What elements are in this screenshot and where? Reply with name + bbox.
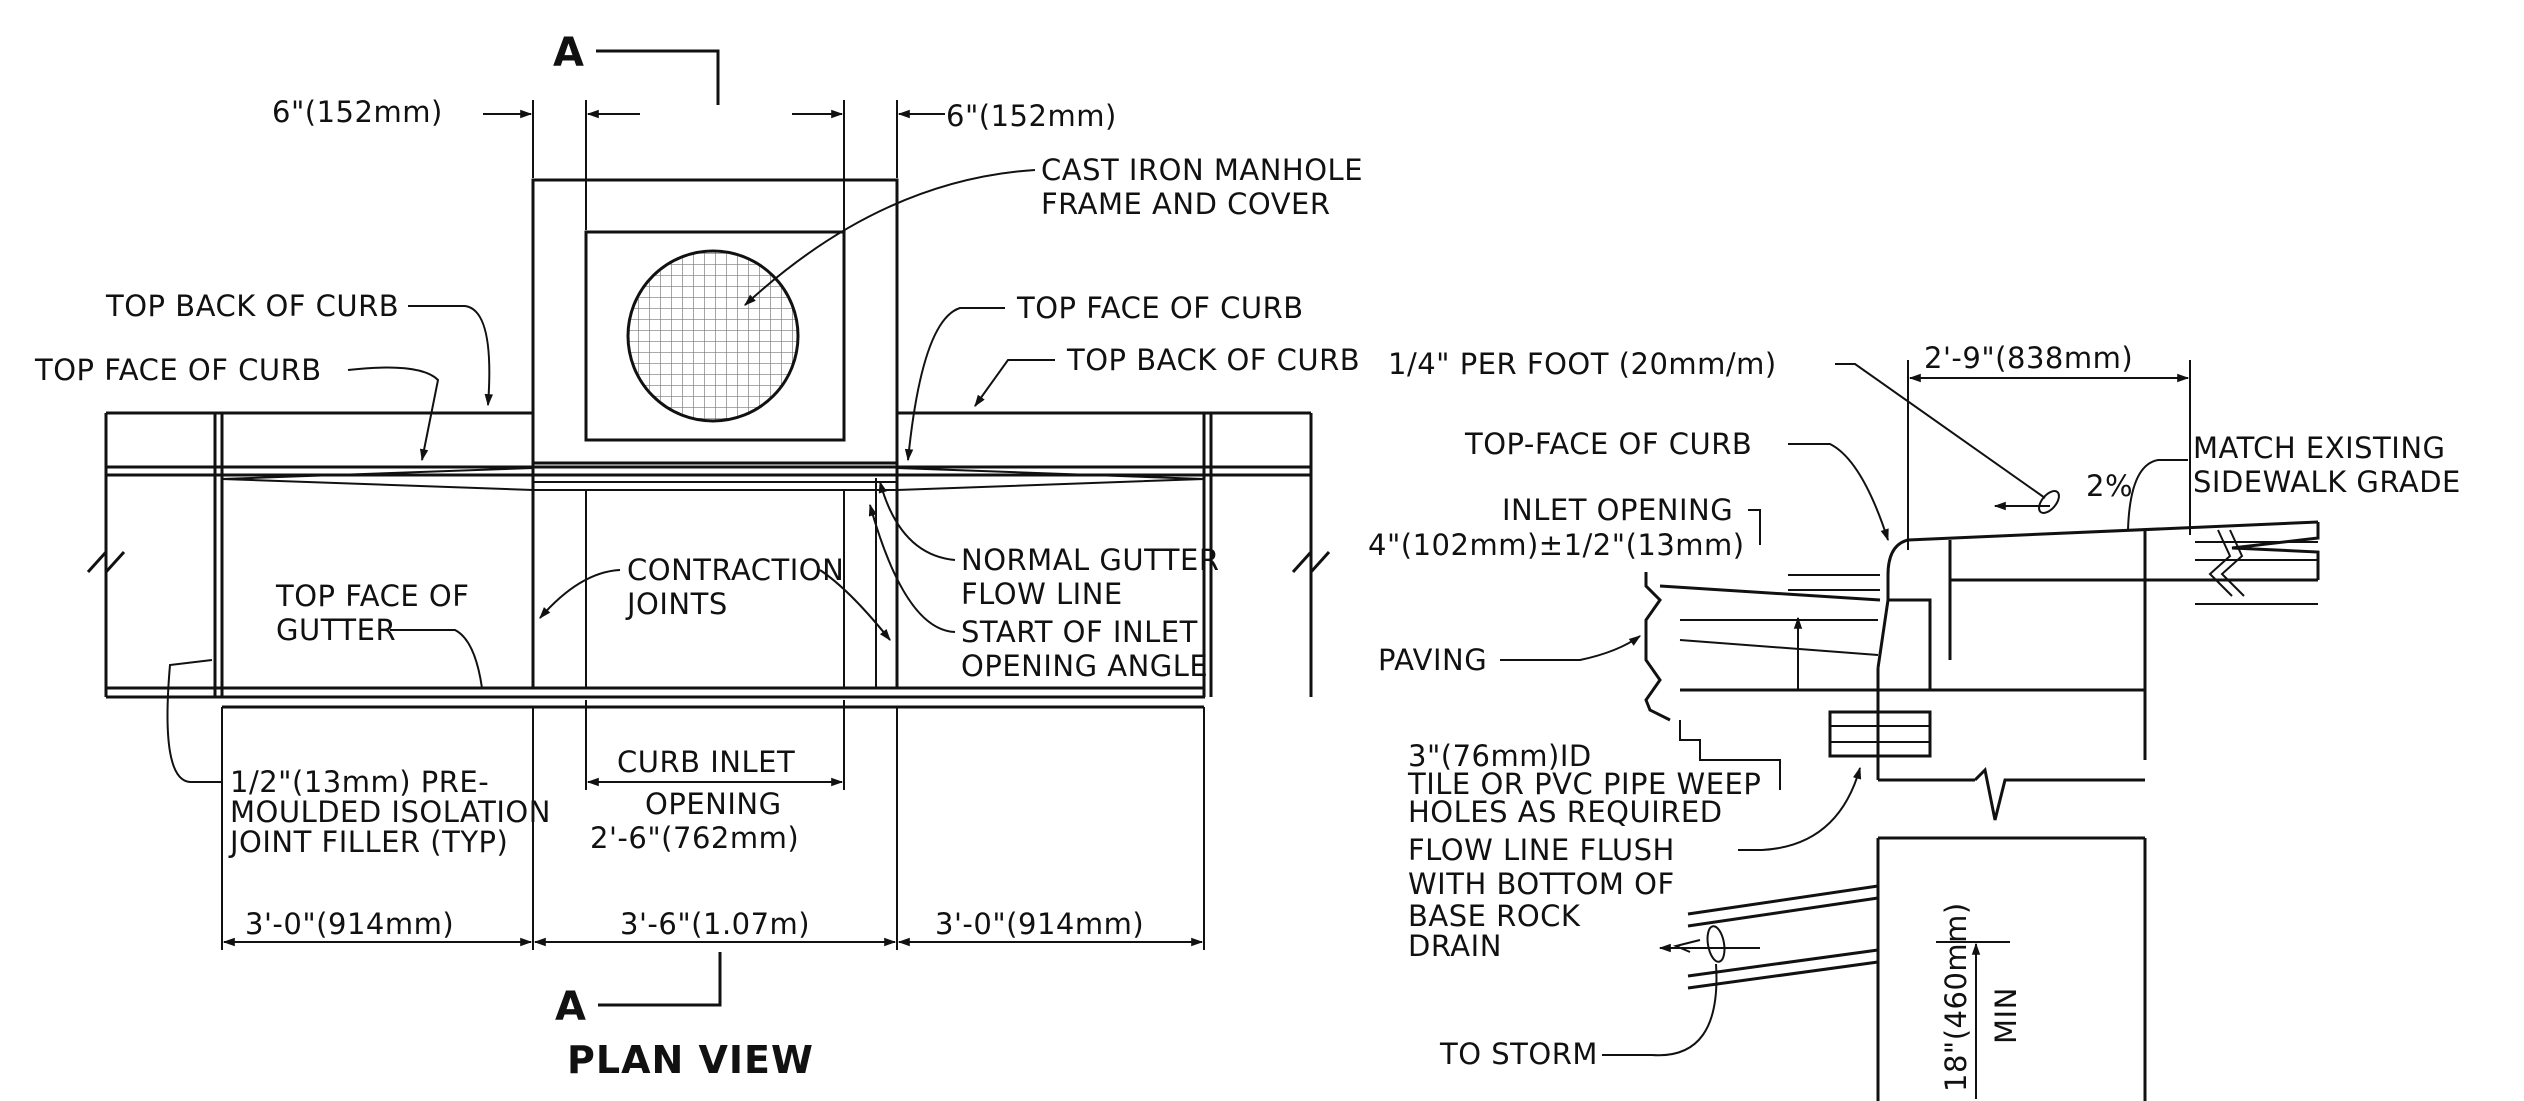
weep-holes-label: 3"(76mm)ID TILE OR PVC PIPE WEEP HOLES A… bbox=[1407, 739, 1771, 829]
normal-gutter-flow-line-label: NORMAL GUTTER FLOW LINE bbox=[961, 543, 1229, 611]
section-marker-bottom: A bbox=[555, 952, 722, 1030]
dim-frame-left: 6"(152mm) bbox=[272, 95, 443, 129]
weep-holes-callout: 3"(76mm)ID TILE OR PVC PIPE WEEP HOLES A… bbox=[1407, 710, 1932, 963]
manhole-callout: CAST IRON MANHOLE FRAME AND COVER bbox=[744, 153, 1373, 306]
top-face-of-gutter-callout: TOP FACE OF GUTTER bbox=[275, 579, 483, 689]
storm-pipe: TO STORM bbox=[1439, 884, 1879, 1071]
dim-right: 3'-0"(914mm) bbox=[935, 907, 1144, 941]
grade-label: 2% bbox=[2086, 469, 2133, 503]
top-back-of-curb-left: TOP BACK OF CURB bbox=[105, 289, 399, 323]
top-face-of-curb-section-label: TOP-FACE OF CURB bbox=[1464, 427, 1752, 461]
dim-center: 3'-6"(1.07m) bbox=[620, 907, 810, 941]
depth-dim: 18"(460mm) MIN bbox=[1936, 902, 2023, 1099]
section-marker-bottom-label: A bbox=[555, 984, 586, 1030]
inlet-opening-label: INLET OPENING 4"(102mm)±1/2"(13mm) bbox=[1368, 493, 1745, 562]
joint-filler-label: 1/2"(13mm) PRE- MOULDED ISOLATION JOINT … bbox=[228, 765, 561, 859]
section-marker-label: A bbox=[553, 30, 584, 76]
contraction-joints-callout: CONTRACTION JOINTS bbox=[539, 553, 891, 641]
manhole-label: CAST IRON MANHOLE FRAME AND COVER bbox=[1041, 153, 1373, 221]
match-existing-label: MATCH EXISTING SIDEWALK GRADE bbox=[2193, 431, 2461, 499]
plan-view: A bbox=[34, 30, 1373, 1082]
bottom-dims: 3'-0"(914mm) 3'-6"(1.07m) 3'-0"(914mm) bbox=[222, 904, 1204, 947]
right-curb-callouts: TOP FACE OF CURB TOP BACK OF CURB bbox=[904, 291, 1360, 462]
left-curb-callouts: TOP BACK OF CURB TOP FACE OF CURB bbox=[34, 289, 493, 462]
top-face-of-curb-right: TOP FACE OF CURB bbox=[1016, 291, 1304, 325]
depth-label: 18"(460mm) bbox=[1939, 902, 1973, 1092]
paving-label: PAVING bbox=[1378, 643, 1487, 677]
flow-line-callouts: NORMAL GUTTER FLOW LINE START OF INLET O… bbox=[868, 480, 1229, 683]
manhole-frame bbox=[531, 178, 899, 465]
dim-frame-right: 6"(152mm) bbox=[946, 99, 1117, 133]
inlet-opening-section: INLET OPENING 4"(102mm)±1/2"(13mm) PAVIN… bbox=[1368, 493, 1930, 790]
manhole-cover bbox=[626, 249, 800, 423]
curb-inlet-label: CURB INLET bbox=[617, 745, 795, 779]
lower-extents bbox=[221, 700, 1205, 950]
joint-filler-callout: 1/2"(13mm) PRE- MOULDED ISOLATION JOINT … bbox=[166, 659, 561, 859]
curb-gutter bbox=[86, 411, 1331, 699]
frame-offset-dims: 6"(152mm) 6"(152mm) bbox=[272, 95, 1117, 230]
flow-line-flush-label: FLOW LINE FLUSH WITH BOTTOM OF BASE ROCK… bbox=[1408, 833, 1685, 963]
curb-inlet-opening-dim: CURB INLET OPENING 2'-6"(762mm) bbox=[586, 745, 844, 855]
min-label: MIN bbox=[1989, 987, 2023, 1044]
top-face-of-gutter-label: TOP FACE OF GUTTER bbox=[275, 579, 479, 647]
top-face-of-curb-left: TOP FACE OF CURB bbox=[34, 353, 322, 387]
start-of-inlet-label: START OF INLET OPENING ANGLE bbox=[961, 615, 1208, 683]
top-face-of-curb-section: TOP-FACE OF CURB bbox=[1464, 427, 1889, 542]
curb-section bbox=[1876, 520, 2320, 1101]
contraction-joints-label: CONTRACTION JOINTS bbox=[625, 553, 854, 621]
width-label: 2'-9"(838mm) bbox=[1924, 341, 2133, 375]
section-view: 1/4" PER FOOT (20mm/m) 2'-9"(838mm) TOP-… bbox=[1368, 341, 2461, 1101]
to-storm-label: TO STORM bbox=[1439, 1037, 1598, 1071]
dim-left: 3'-0"(914mm) bbox=[245, 907, 454, 941]
curb-inlet-opening-label: OPENING 2'-6"(762mm) bbox=[590, 787, 799, 855]
top-back-of-curb-right: TOP BACK OF CURB bbox=[1066, 343, 1360, 377]
slope-callout: 1/4" PER FOOT (20mm/m) bbox=[1388, 347, 2060, 514]
slope-label: 1/4" PER FOOT (20mm/m) bbox=[1388, 347, 1777, 381]
section-marker-top: A bbox=[553, 30, 720, 105]
match-existing-callout: MATCH EXISTING SIDEWALK GRADE 2% bbox=[1993, 431, 2461, 531]
width-dim: 2'-9"(838mm) bbox=[1907, 341, 2191, 550]
plan-view-title: PLAN VIEW bbox=[567, 1038, 814, 1082]
